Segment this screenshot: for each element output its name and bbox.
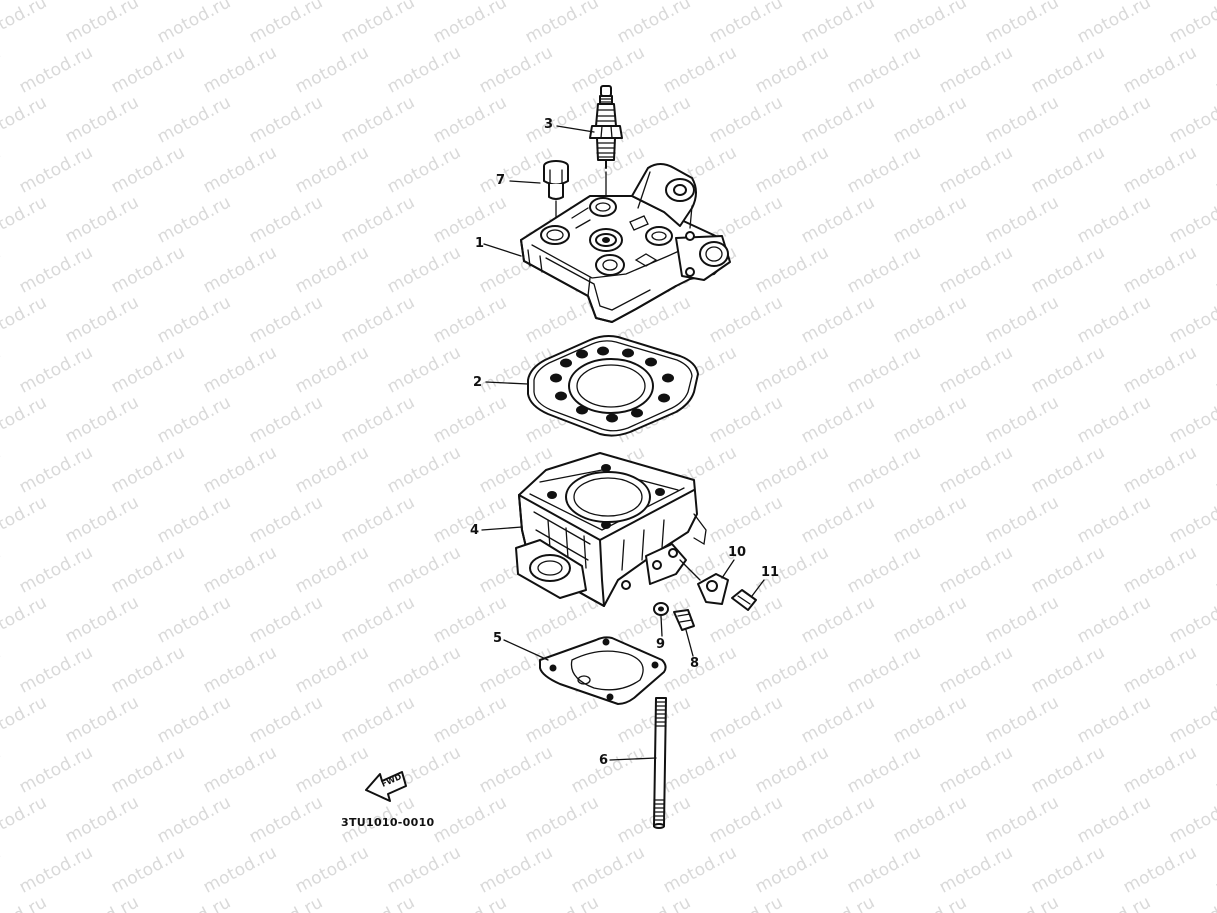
callout-2: 2 bbox=[473, 375, 483, 390]
cylinder-head bbox=[520, 163, 731, 323]
callout-4: 4 bbox=[470, 523, 480, 538]
callout-7: 7 bbox=[496, 173, 506, 188]
stud-bolt bbox=[653, 697, 667, 829]
cylinder-head-bolt bbox=[543, 160, 569, 227]
cylinder bbox=[515, 452, 707, 607]
fwd-arrow-icon bbox=[365, 771, 407, 802]
cylinder-base-gasket bbox=[539, 636, 667, 705]
callout-9: 9 bbox=[656, 637, 666, 652]
washer bbox=[653, 602, 669, 616]
callout-3: 3 bbox=[544, 117, 554, 132]
leader-lines bbox=[481, 125, 765, 761]
bolt bbox=[673, 609, 695, 631]
callout-1: 1 bbox=[475, 236, 485, 251]
callout-5: 5 bbox=[493, 631, 503, 646]
callout-6: 6 bbox=[599, 753, 609, 768]
small-bolt bbox=[731, 589, 757, 611]
callout-8: 8 bbox=[690, 656, 700, 671]
callout-10: 10 bbox=[728, 545, 747, 560]
callout-11: 11 bbox=[761, 565, 780, 580]
bracket bbox=[679, 559, 729, 605]
cylinder-head-gasket bbox=[527, 335, 699, 437]
part-code: 3TU1010-0010 bbox=[341, 816, 435, 829]
